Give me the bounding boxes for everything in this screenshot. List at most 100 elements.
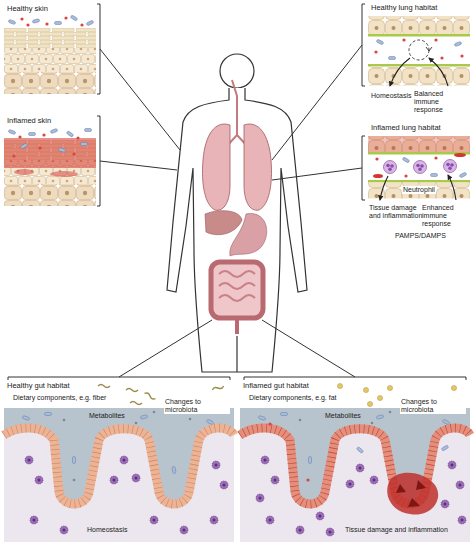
bacterium xyxy=(434,156,437,159)
bacterium xyxy=(45,22,48,25)
basement-membrane xyxy=(368,64,470,67)
bacterium xyxy=(431,174,438,177)
metabolite xyxy=(189,418,192,421)
bacterium xyxy=(50,128,58,133)
small-intestine xyxy=(219,271,255,301)
fat xyxy=(337,383,342,388)
panel-label: Dietary components, e.g. fiber xyxy=(12,394,107,402)
panel-title: Healthy skin xyxy=(6,5,49,14)
bacterium xyxy=(140,415,148,420)
metabolite xyxy=(63,419,66,422)
panel-label: Neutrophil xyxy=(402,186,436,194)
habitat-panel: Healthy lung habitatHomeostasisBalanced … xyxy=(368,4,470,122)
immune-cell xyxy=(271,476,279,484)
bacterium xyxy=(70,15,78,21)
skin-ground xyxy=(4,116,96,206)
leader-line xyxy=(262,320,355,377)
lamina-propria xyxy=(240,380,470,542)
metabolite xyxy=(73,479,76,482)
immune-cell xyxy=(326,528,334,536)
bacterium xyxy=(440,56,443,59)
immune-cell xyxy=(150,516,158,524)
flow-arrow xyxy=(429,58,448,86)
bacterium xyxy=(64,16,67,19)
panel-label: Metabolites xyxy=(324,412,362,420)
cycle-arrow-head xyxy=(426,47,432,51)
lung-right xyxy=(244,124,272,210)
immune-cell xyxy=(30,516,38,524)
bracket xyxy=(97,116,100,206)
bracket xyxy=(97,4,100,94)
neutrophil xyxy=(444,160,457,173)
leader-lines xyxy=(8,4,466,380)
bacterium xyxy=(375,157,378,160)
bacterium xyxy=(454,41,462,46)
bacterium xyxy=(22,415,30,420)
immune-cell xyxy=(35,476,43,484)
immune-cell xyxy=(441,500,449,508)
bacterium xyxy=(26,23,29,26)
panel-title: Healthy gut habitat xyxy=(6,382,71,391)
bacterium xyxy=(404,174,407,177)
cycle-arrow xyxy=(409,40,429,60)
immune-cell xyxy=(346,480,354,488)
bacterium xyxy=(8,19,16,24)
immune-cell xyxy=(266,516,274,524)
immune-cell xyxy=(60,526,68,534)
bacterium xyxy=(434,38,437,41)
fat xyxy=(451,385,456,390)
alveolar-cells xyxy=(368,67,470,86)
basement-membrane xyxy=(368,180,470,183)
inflammation-streak xyxy=(50,171,78,177)
damaged-cells xyxy=(396,480,426,507)
large-intestine xyxy=(211,262,263,318)
habitat-panel: Healthy skin xyxy=(4,4,96,94)
bacterium xyxy=(73,457,76,464)
tissue-damage xyxy=(387,473,438,515)
bacterium xyxy=(76,136,79,139)
panel-label: Homeostasis xyxy=(370,92,412,100)
bacterium xyxy=(12,154,15,157)
bacterium xyxy=(86,20,94,26)
neutrophil xyxy=(384,161,397,174)
bacterium xyxy=(442,419,450,425)
panel-label: Enhanced immune response xyxy=(421,204,469,228)
panel-label: Metabolites xyxy=(88,412,126,420)
mucus-layer xyxy=(240,380,470,504)
basal-layer xyxy=(4,72,96,94)
alveolar-cells xyxy=(368,183,470,199)
leader-line xyxy=(100,161,177,170)
leader-line xyxy=(272,168,362,180)
stratum-corneum xyxy=(4,28,96,48)
healthy-lung-illustration xyxy=(368,16,470,86)
epidermis xyxy=(4,48,96,72)
panel-label: Tissue damage and inflammation xyxy=(344,526,449,534)
rectum xyxy=(235,320,239,334)
bracket xyxy=(244,377,466,380)
immune-cell xyxy=(316,512,324,520)
fiber xyxy=(126,389,138,392)
immune-cell xyxy=(256,494,264,502)
bacterium xyxy=(20,17,23,20)
flow-arrow xyxy=(380,176,388,200)
bacterium xyxy=(72,152,75,155)
inflammation-zone xyxy=(368,136,470,152)
bacterium xyxy=(8,129,16,134)
bracket xyxy=(362,136,365,200)
metabolite xyxy=(371,422,374,425)
leader-line xyxy=(100,49,180,150)
panel-label: Changes to microbiota xyxy=(400,398,466,414)
inflammation-streak xyxy=(14,169,34,175)
fiber xyxy=(130,402,142,405)
metabolite xyxy=(135,422,138,425)
immune-cell xyxy=(296,526,304,534)
habitat-panel: Inflamed lung habitatTissue damage and i… xyxy=(368,124,470,246)
basement-membrane xyxy=(368,34,470,37)
bacterium xyxy=(376,415,384,420)
bacterium xyxy=(38,146,41,149)
bacterium xyxy=(58,148,66,153)
tissue-damage xyxy=(454,153,466,157)
immune-cell xyxy=(370,476,378,484)
alveolar-cells xyxy=(368,136,470,152)
